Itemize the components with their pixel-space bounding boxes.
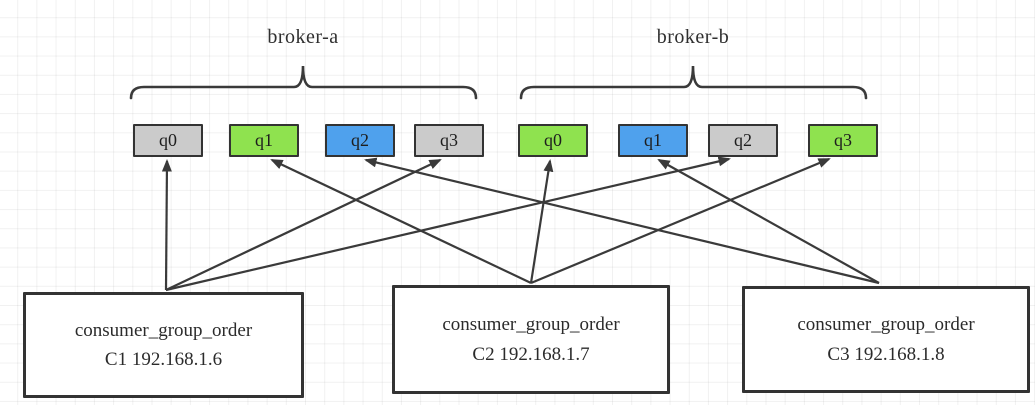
arrow-c3-to-broker-a-q2 — [364, 157, 880, 285]
broker-b-brace — [519, 65, 868, 100]
consumer-id-ip: C1 192.168.1.6 — [104, 349, 223, 370]
queue-broker-b-q0: q0 — [518, 124, 588, 157]
consumer-group-name: consumer_group_order — [74, 319, 253, 341]
consumer-box-c1: consumer_group_order C1 192.168.1.6 — [23, 292, 304, 398]
consumer-id-ip: C2 192.168.1.7 — [472, 343, 590, 365]
consumer-id-ip: C3 192.168.1.8 — [827, 343, 945, 365]
broker-a-brace — [129, 65, 478, 100]
queue-label: q1 — [644, 130, 662, 150]
consumer-group-name: consumer_group_order — [442, 314, 620, 336]
queue-broker-b-q1: q1 — [618, 124, 688, 157]
arrow-c2-to-broker-b-q3 — [530, 157, 831, 285]
arrow-c1-to-broker-a-q3 — [165, 159, 442, 291]
queue-broker-b-q3: q3 — [808, 124, 878, 157]
queue-label: q2 — [734, 130, 752, 150]
queue-broker-a-q0: q0 — [133, 124, 203, 157]
arrow-c1-to-broker-b-q2 — [165, 156, 731, 292]
consumer-box-c3: consumer_group_order C3 192.168.1.8 — [742, 286, 1030, 393]
queue-broker-b-q2: q2 — [708, 124, 778, 157]
consumer-group-name: consumer_group_order — [797, 314, 975, 336]
broker-a-label: broker-a — [267, 26, 339, 48]
queue-label: q3 — [834, 130, 852, 150]
queue-broker-a-q3: q3 — [414, 124, 484, 157]
queue-label: q0 — [159, 130, 177, 150]
queue-label: q3 — [440, 130, 458, 150]
broker-b-label: broker-b — [656, 26, 730, 48]
arrow-c3-to-broker-b-q1 — [657, 159, 880, 284]
queue-broker-a-q2: q2 — [325, 124, 395, 157]
queue-broker-a-q1: q1 — [229, 124, 299, 157]
arrow-c1-to-broker-a-q0 — [161, 159, 172, 291]
queue-label: q2 — [351, 130, 369, 150]
arrow-c2-to-broker-b-q0 — [529, 159, 554, 284]
queue-label: q1 — [255, 130, 273, 150]
consumer-box-c2: consumer_group_order C2 192.168.1.7 — [392, 285, 670, 394]
arrow-c2-to-broker-a-q1 — [270, 159, 532, 284]
queue-label: q0 — [544, 130, 562, 150]
